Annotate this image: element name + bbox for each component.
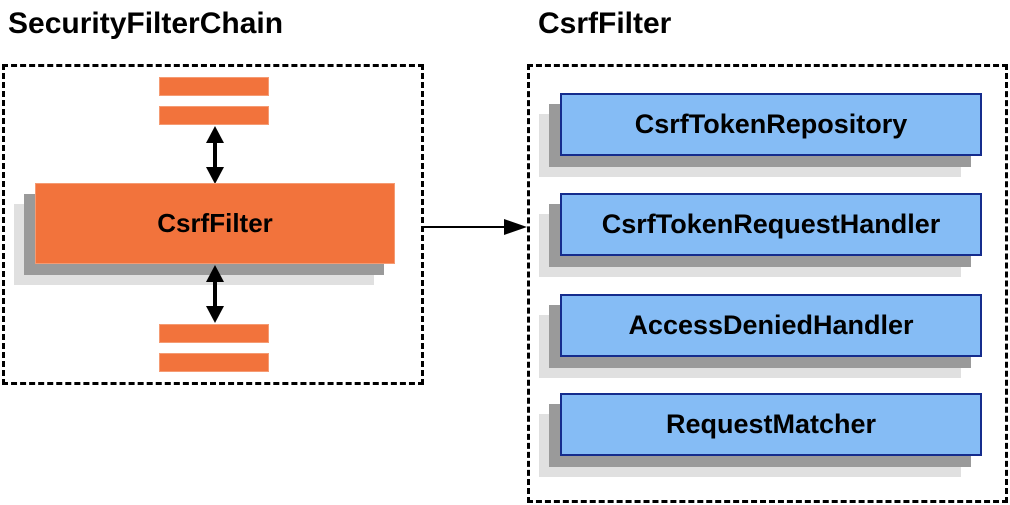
- component-label: CsrfTokenRequestHandler: [601, 209, 941, 239]
- component-label: AccessDeniedHandler: [628, 310, 914, 340]
- component-node-csrf-token-request-handler: CsrfTokenRequestHandler: [539, 193, 982, 277]
- component-node-access-denied-handler: AccessDeniedHandler: [539, 294, 982, 378]
- filter-placeholder-bar: [159, 77, 269, 96]
- component-node-request-matcher: RequestMatcher: [539, 393, 982, 477]
- csrf-filter-container: [527, 64, 1008, 503]
- component-label: RequestMatcher: [665, 409, 877, 439]
- bidirectional-arrow-bottom: [206, 265, 224, 323]
- right-panel-title: CsrfFilter: [538, 7, 672, 40]
- component-box: CsrfTokenRequestHandler: [560, 193, 982, 256]
- filter-placeholder-bar: [159, 324, 269, 343]
- component-label: CsrfTokenRepository: [634, 109, 908, 139]
- security-filter-chain-container: [2, 64, 424, 385]
- component-box: CsrfTokenRepository: [560, 93, 982, 156]
- component-node-csrf-token-repository: CsrfTokenRepository: [539, 93, 982, 177]
- left-panel-title: SecurityFilterChain: [8, 7, 284, 40]
- flow-arrow: [424, 219, 527, 235]
- filter-placeholder-bar: [159, 353, 269, 372]
- csrf-filter-label: CsrfFilter: [157, 208, 273, 238]
- component-box: RequestMatcher: [560, 393, 982, 456]
- csrf-filter-node: CsrfFilter: [14, 183, 395, 285]
- component-box: AccessDeniedHandler: [560, 294, 982, 357]
- bidirectional-arrow-top: [206, 126, 224, 184]
- filter-placeholder-bar: [159, 106, 269, 125]
- csrf-filter-box: CsrfFilter: [35, 183, 395, 264]
